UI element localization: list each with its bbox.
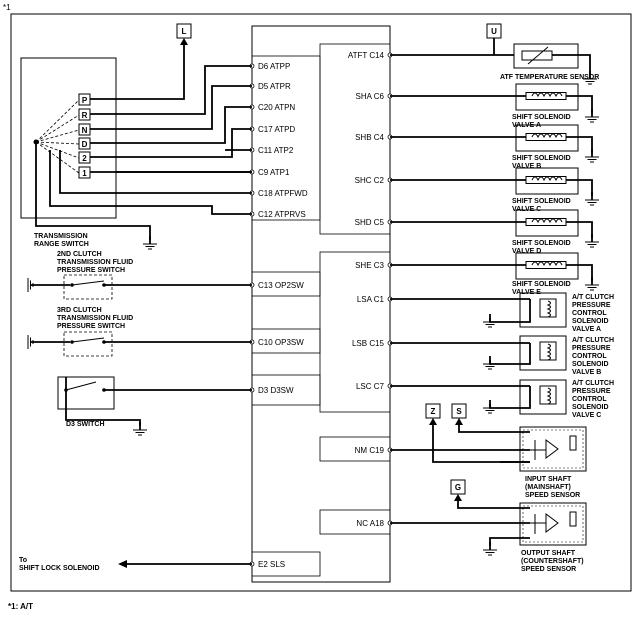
svg-text:PRESSURE: PRESSURE <box>572 388 611 395</box>
svg-text:U: U <box>491 27 497 36</box>
svg-text:VALVE B: VALVE B <box>572 369 601 376</box>
svg-text:VALVE D: VALVE D <box>512 248 541 255</box>
svg-text:(COUNTERSHAFT): (COUNTERSHAFT) <box>521 558 584 565</box>
svg-text:CONTROL: CONTROL <box>572 310 607 317</box>
range-2: 2 <box>82 154 87 163</box>
svg-text:(MAINSHAFT): (MAINSHAFT) <box>525 484 571 491</box>
range-p: P <box>82 96 88 105</box>
svg-text:SHIFT SOLENOID: SHIFT SOLENOID <box>512 114 571 121</box>
pin-d3-d3sw: D3 D3SW <box>258 386 294 395</box>
svg-text:VALVE A: VALVE A <box>572 326 601 333</box>
footnote: *1: A/T <box>8 602 33 611</box>
d3-switch: D3 SWITCH <box>57 376 252 436</box>
range-switch-wiring <box>35 44 252 240</box>
range-1: 1 <box>82 169 87 178</box>
shift-solenoid-d: SHIFT SOLENOID VALVE D <box>390 209 600 255</box>
connector-g: G <box>455 483 461 492</box>
svg-text:SOLENOID: SOLENOID <box>572 361 609 368</box>
clutch-pressure-solenoid-c: A/T CLUTCH PRESSURE CONTROL SOLENOID VAL… <box>390 379 614 419</box>
pin-d5-atpr: D5 ATPR <box>258 82 291 91</box>
output-shaft-speed-sensor: G OUTPUT SHAFT (COUNTERSHAFT) SPEED SENS… <box>390 479 587 573</box>
pin-lsb-c15: LSB C15 <box>352 339 385 348</box>
ecu-right-pins: ATFT C14 SHA C6 SHB C4 SHC C2 SHD C5 SHE… <box>348 51 385 528</box>
svg-text:CONTROL: CONTROL <box>572 396 607 403</box>
svg-text:SOLENOID: SOLENOID <box>572 318 609 325</box>
pin-shd-c5: SHD C5 <box>355 218 385 227</box>
svg-text:VALVE B: VALVE B <box>512 163 541 170</box>
svg-text:OUTPUT SHAFT: OUTPUT SHAFT <box>521 550 576 557</box>
range-d: D <box>82 140 88 149</box>
pin-nm-c19: NM C19 <box>355 446 385 455</box>
svg-text:A/T CLUTCH: A/T CLUTCH <box>572 337 614 344</box>
clutch-pressure-solenoid-b: A/T CLUTCH PRESSURE CONTROL SOLENOID VAL… <box>390 335 614 376</box>
shift-solenoid-c: SHIFT SOLENOID VALVE C <box>390 167 600 213</box>
pin-sha-c6: SHA C6 <box>356 92 385 101</box>
clutch-pressure-solenoid-a: A/T CLUTCH PRESSURE CONTROL SOLENOID VAL… <box>390 292 614 333</box>
op3-pressure-switch: 3RD CLUTCH TRANSMISSION FLUID PRESSURE S… <box>27 307 252 357</box>
svg-text:ATF TEMPERATURE SENSOR: ATF TEMPERATURE SENSOR <box>500 74 599 81</box>
svg-text:2ND CLUTCH: 2ND CLUTCH <box>57 251 102 258</box>
svg-text:VALVE C: VALVE C <box>572 412 601 419</box>
svg-text:SHIFT SOLENOID: SHIFT SOLENOID <box>512 281 571 288</box>
pin-lsc-c7: LSC C7 <box>356 382 385 391</box>
svg-text:L: L <box>182 27 187 36</box>
shift-solenoid-a: SHIFT SOLENOID VALVE A <box>390 83 600 129</box>
svg-text:SHIFT SOLENOID: SHIFT SOLENOID <box>512 198 571 205</box>
pin-c13-op2sw: C13 OP2SW <box>258 281 304 290</box>
shift-lock-solenoid-lead: To SHIFT LOCK SOLENOID <box>19 557 252 572</box>
svg-text:To: To <box>19 557 27 564</box>
pin-c9-atp1: C9 ATP1 <box>258 168 290 177</box>
range-n: N <box>82 126 88 135</box>
pin-lsa-c1: LSA C1 <box>357 295 385 304</box>
pin-c18-atpfwd: C18 ATPFWD <box>258 189 308 198</box>
pcm-module <box>251 25 391 583</box>
pin-c11-atp2: C11 ATP2 <box>258 146 294 155</box>
range-r: R <box>82 111 88 120</box>
pin-c10-op3sw: C10 OP3SW <box>258 338 304 347</box>
svg-text:3RD CLUTCH: 3RD CLUTCH <box>57 307 102 314</box>
connector-s: S <box>456 407 462 416</box>
svg-text:SOLENOID: SOLENOID <box>572 404 609 411</box>
svg-text:SHIFT SOLENOID: SHIFT SOLENOID <box>512 155 571 162</box>
svg-text:PRESSURE: PRESSURE <box>572 302 611 309</box>
trs-label-1: TRANSMISSION <box>34 233 88 240</box>
pin-c17-atpd: C17 ATPD <box>258 125 295 134</box>
svg-text:TRANSMISSION FLUID: TRANSMISSION FLUID <box>57 315 133 322</box>
svg-text:SHIFT LOCK SOLENOID: SHIFT LOCK SOLENOID <box>19 565 100 572</box>
connector-l: L <box>176 23 192 45</box>
svg-text:TRANSMISSION FLUID: TRANSMISSION FLUID <box>57 259 133 266</box>
svg-text:CONTROL: CONTROL <box>572 353 607 360</box>
svg-text:PRESSURE SWITCH: PRESSURE SWITCH <box>57 267 125 274</box>
header-mark: *1 <box>3 3 11 12</box>
shift-solenoid-e: SHIFT SOLENOID VALVE E <box>390 252 600 296</box>
atf-temperature-sensor: U ATF TEMPERATURE SENSOR <box>390 23 599 85</box>
svg-text:A/T CLUTCH: A/T CLUTCH <box>572 380 614 387</box>
svg-text:PRESSURE SWITCH: PRESSURE SWITCH <box>57 323 125 330</box>
pin-c20-atpn: C20 ATPN <box>258 103 295 112</box>
connector-z: Z <box>431 407 436 416</box>
svg-text:A/T CLUTCH: A/T CLUTCH <box>572 294 614 301</box>
trs-label-2: RANGE SWITCH <box>34 241 89 248</box>
svg-text:SPEED SENSOR: SPEED SENSOR <box>525 492 580 499</box>
svg-text:PRESSURE: PRESSURE <box>572 345 611 352</box>
op2-pressure-switch: 2ND CLUTCH TRANSMISSION FLUID PRESSURE S… <box>27 251 252 300</box>
ecu-left-pins: D6 ATPP D5 ATPR C20 ATPN C17 ATPD C11 AT… <box>258 62 308 569</box>
svg-text:SHIFT SOLENOID: SHIFT SOLENOID <box>512 240 571 247</box>
pin-shc-c2: SHC C2 <box>355 176 385 185</box>
pin-atft-c14: ATFT C14 <box>348 51 385 60</box>
svg-text:INPUT SHAFT: INPUT SHAFT <box>525 476 572 483</box>
input-shaft-speed-sensor: Z S INPUT SHAFT (MAINSHAFT) SPEED SENSOR <box>390 403 587 499</box>
pin-c12-atprvs: C12 ATPRVS <box>258 210 306 219</box>
pin-d6-atpp: D6 ATPP <box>258 62 290 71</box>
pin-she-c3: SHE C3 <box>355 261 384 270</box>
pin-shb-c4: SHB C4 <box>355 133 384 142</box>
diagram-frame <box>10 13 632 592</box>
pin-nc-a18: NC A18 <box>356 519 384 528</box>
shift-solenoid-b: SHIFT SOLENOID VALVE B <box>390 124 600 170</box>
svg-text:SPEED SENSOR: SPEED SENSOR <box>521 566 576 573</box>
svg-text:D3 SWITCH: D3 SWITCH <box>66 421 105 428</box>
pin-e2-sls: E2 SLS <box>258 560 285 569</box>
transmission-range-switch: P R N D 2 1 TRANSMISSION RANGE SWITCH <box>20 57 117 248</box>
